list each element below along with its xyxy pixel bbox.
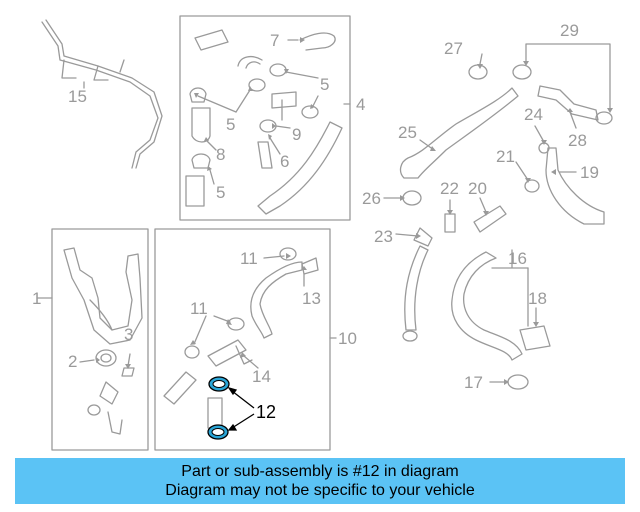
callout-2: 2 — [68, 352, 77, 371]
callout-18: 18 — [528, 289, 547, 308]
callout-28: 28 — [568, 131, 587, 150]
group-box-4 — [179, 15, 351, 221]
callout-27: 27 — [444, 39, 463, 58]
callout-16: 16 — [508, 249, 527, 268]
box-1-parts — [63, 247, 143, 435]
callout-29: 29 — [560, 21, 579, 40]
callout-6: 6 — [280, 152, 289, 171]
callout-10: 10 — [338, 329, 357, 348]
callout-5-bottom: 5 — [216, 183, 225, 202]
callout-9: 9 — [292, 125, 301, 144]
callout-12: 12 — [256, 402, 276, 422]
callout-17: 17 — [464, 373, 483, 392]
right-side-parts — [399, 64, 613, 390]
callout-22: 22 — [440, 179, 459, 198]
callout-25: 25 — [398, 123, 417, 142]
callout-7: 7 — [270, 31, 279, 50]
box-4-parts — [185, 29, 343, 215]
group-box-1 — [51, 228, 149, 451]
callout-3: 3 — [124, 325, 133, 344]
callout-26: 26 — [362, 189, 381, 208]
callout-5-middle: 5 — [226, 115, 235, 134]
callout-1: 1 — [32, 289, 41, 308]
box-10-parts — [163, 247, 319, 429]
callout-4: 4 — [356, 95, 365, 114]
pipe-assembly-15 — [41, 19, 163, 169]
callout-24: 24 — [524, 105, 543, 124]
callout-11-lower: 11 — [190, 299, 208, 318]
callout-8: 8 — [216, 145, 225, 164]
callout-13: 13 — [302, 289, 321, 308]
callout-21: 21 — [496, 147, 515, 166]
callout-11-top: 11 — [240, 249, 258, 268]
part-info-banner: Part or sub-assembly is #12 in diagram D… — [15, 458, 625, 504]
banner-line-disclaimer: Diagram may not be specific to your vehi… — [165, 482, 475, 499]
callout-5-top: 5 — [320, 75, 329, 94]
callout-14: 14 — [252, 367, 271, 386]
arrow-heads — [96, 37, 613, 385]
hose-clamp-12 — [207, 376, 230, 440]
callout-19: 19 — [580, 163, 599, 182]
group-box-10 — [154, 228, 331, 451]
callout-23: 23 — [374, 227, 393, 246]
banner-line-part: Part or sub-assembly is #12 in diagram — [181, 463, 459, 480]
callout-20: 20 — [468, 179, 487, 198]
callout-12-arrows — [227, 386, 255, 431]
callout-15: 15 — [68, 87, 87, 106]
